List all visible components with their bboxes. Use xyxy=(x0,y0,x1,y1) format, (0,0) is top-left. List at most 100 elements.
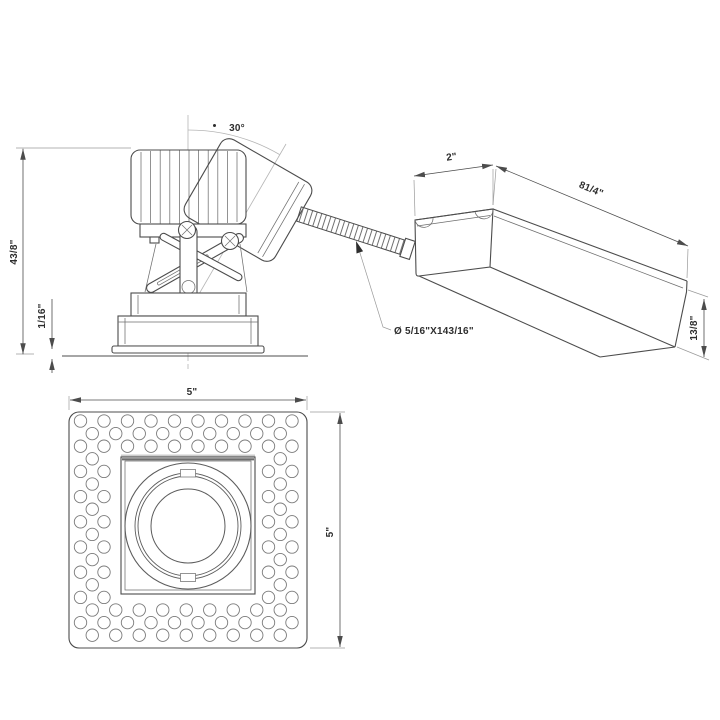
perforation-hole xyxy=(167,439,182,453)
perforation-hole xyxy=(132,628,146,642)
perforation-hole xyxy=(73,615,88,630)
perforation-hole xyxy=(132,603,146,617)
perforation-hole xyxy=(179,426,193,441)
dim-box-depth: 13/8" xyxy=(676,289,710,361)
perforation-hole xyxy=(285,590,299,605)
perforation-hole xyxy=(97,414,111,428)
perforation-hole xyxy=(250,603,264,617)
perforation-hole xyxy=(273,426,287,441)
perforation-hole xyxy=(144,439,158,453)
conduit-callout: Ø 5/16"X143/16" xyxy=(356,241,474,337)
dim-height: 43/8" xyxy=(9,147,131,355)
perforation-hole xyxy=(273,628,287,642)
conduit-size-label: Ø 5/16"X143/16" xyxy=(394,326,474,337)
perforation-hole xyxy=(191,439,205,453)
perforation-hole xyxy=(285,439,299,453)
perforation-hole xyxy=(261,414,276,428)
perforation-hole xyxy=(285,565,299,579)
perforation-hole xyxy=(109,426,123,441)
perforation-hole xyxy=(261,540,276,554)
perforation-hole xyxy=(85,628,99,642)
perforation-hole xyxy=(97,464,111,479)
side-view: 43/8" 1/16" 30° xyxy=(9,115,313,373)
perforation-hole xyxy=(285,615,299,630)
screw-b xyxy=(220,231,240,251)
perforation-hole xyxy=(285,414,299,428)
perforation-hole xyxy=(132,426,146,441)
dim-flange: 1/16" xyxy=(37,299,55,373)
perforation-hole xyxy=(156,603,170,617)
perforation-hole xyxy=(167,615,182,630)
perforation-hole xyxy=(156,628,170,642)
knockout-1 xyxy=(414,217,434,228)
perforation-hole xyxy=(285,515,299,529)
perforation-hole xyxy=(97,590,111,605)
perforation-hole xyxy=(109,603,123,617)
perforation-hole xyxy=(85,578,99,592)
perforation-hole xyxy=(285,464,299,479)
perforation-hole xyxy=(97,565,111,579)
perforation-hole xyxy=(261,615,276,630)
perforation-hole xyxy=(85,502,99,516)
dim-box-length: 81/4" xyxy=(492,165,689,279)
perforation-hole xyxy=(109,628,123,642)
lens-circles xyxy=(124,462,252,590)
dim-flange-height: 5" xyxy=(310,411,345,649)
perforation-hole xyxy=(203,426,217,441)
yoke-assembly xyxy=(139,220,248,318)
perforation-hole xyxy=(226,628,240,642)
perforation-hole xyxy=(214,414,229,428)
dim-flange-width-label: 5" xyxy=(187,387,198,398)
perforation-hole xyxy=(273,527,287,542)
perforation-hole xyxy=(250,628,264,642)
perforation-hole xyxy=(273,452,287,466)
perforation-hole xyxy=(179,603,193,617)
housing-trim xyxy=(62,292,308,357)
dim-flange-label: 1/16" xyxy=(37,303,48,328)
perforation-hole xyxy=(85,527,99,542)
perforation-hole xyxy=(73,439,88,453)
perforation-hole xyxy=(73,590,88,605)
perforation-hole xyxy=(120,615,135,630)
perforation-hole xyxy=(85,552,99,567)
knockout-2 xyxy=(474,208,494,220)
dim-flange-width: 5" xyxy=(68,387,308,410)
screw-a xyxy=(177,220,197,240)
perforation-hole xyxy=(73,515,88,529)
dim-flange-height-label: 5" xyxy=(325,527,336,538)
dim-box-depth-label: 13/8" xyxy=(689,315,700,340)
perforation-hole xyxy=(261,515,276,529)
perforation-hole xyxy=(120,439,135,453)
perforation-hole xyxy=(120,414,135,428)
junction-box: 2" 81/4" 13/8" xyxy=(413,151,710,361)
perforation-hole xyxy=(97,540,111,554)
perforation-hole xyxy=(226,603,240,617)
perforation-hole xyxy=(214,615,229,630)
dim-box-length-label: 81/4" xyxy=(577,180,605,200)
perforation-hole xyxy=(273,477,287,491)
ring-tab-top xyxy=(180,469,196,478)
dim-tilt: 30° xyxy=(229,123,245,134)
dim-tilt-label: 30° xyxy=(229,123,245,134)
perforation-hole xyxy=(73,565,88,579)
perforation-hole xyxy=(85,603,99,617)
plaster-flange xyxy=(111,345,265,354)
perforation-hole xyxy=(144,414,158,428)
perforation-hole xyxy=(179,628,193,642)
perforation-hole xyxy=(261,590,276,605)
ring-tab-bottom xyxy=(180,573,196,582)
perforation-hole xyxy=(97,615,111,630)
flex-conduit: Ø 5/16"X143/16" xyxy=(296,206,474,337)
dim-box-width: 2" xyxy=(413,151,494,217)
perforation-hole xyxy=(238,615,252,630)
perforation-hole xyxy=(285,540,299,554)
perforation-hole xyxy=(191,414,205,428)
perforation-hole xyxy=(85,452,99,466)
perforation-hole xyxy=(226,426,240,441)
heatsink xyxy=(130,149,247,225)
perforation-hole xyxy=(203,603,217,617)
perforation-hole xyxy=(250,426,264,441)
perforation-hole xyxy=(273,603,287,617)
perforation-hole xyxy=(191,615,205,630)
